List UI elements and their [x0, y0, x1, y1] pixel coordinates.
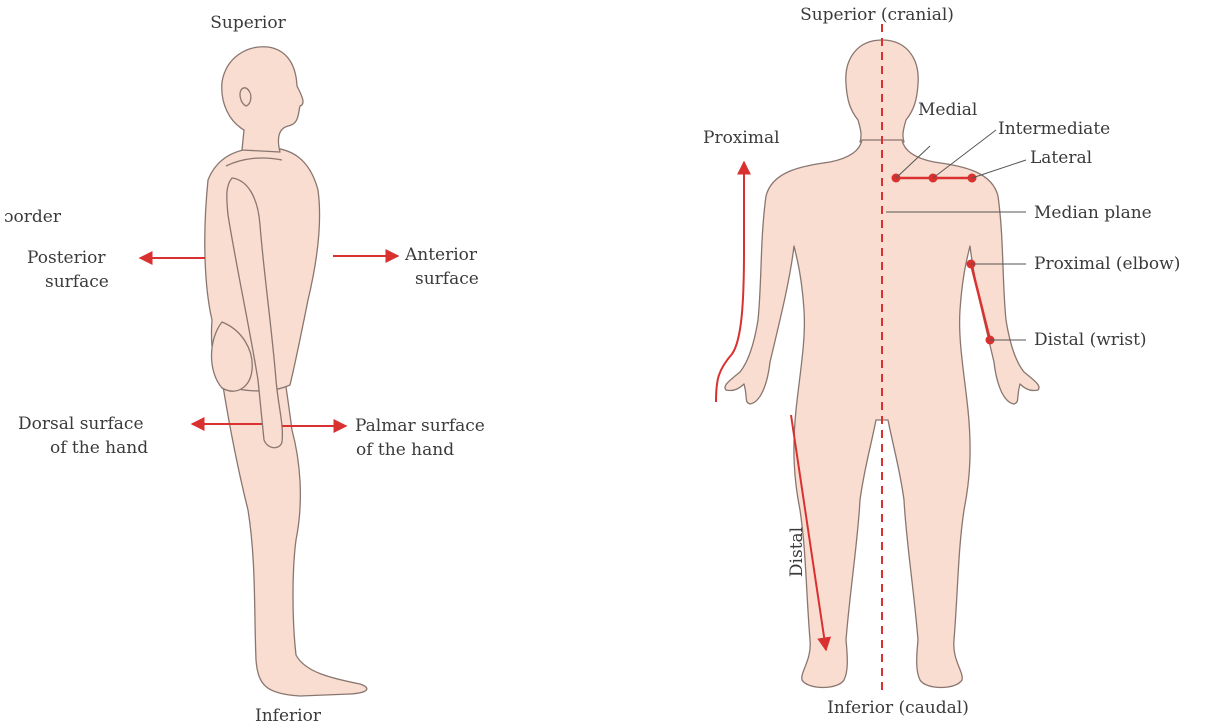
dorsal-surface-label-1: Dorsal surface: [18, 414, 144, 434]
lateral-head: [222, 47, 303, 152]
lateral-label: Lateral: [1030, 148, 1092, 168]
proximal-arrow: [716, 162, 744, 402]
superior-cranial-label: Superior (cranial): [800, 5, 954, 25]
median-plane-label: Median plane: [1034, 203, 1152, 223]
lateral-inferior-label: Inferior: [255, 706, 322, 726]
palmar-surface-label-1: Palmar surface: [355, 416, 485, 436]
dorsal-surface-label-2: of the hand: [50, 438, 148, 458]
lateral-superior-label: Superior: [210, 13, 286, 33]
posterior-surface-label-1: Posterior: [27, 248, 106, 268]
anterior-surface-label-1: Anterior: [404, 245, 478, 265]
lateral-body-figure: [205, 47, 367, 696]
intermediate-label: Intermediate: [998, 119, 1110, 139]
proximal-label: Proximal: [703, 128, 780, 148]
medial-label: Medial: [918, 100, 977, 120]
posterior-surface-label-2: surface: [45, 272, 109, 292]
distal-label: Distal: [787, 527, 807, 577]
palmar-surface-label-2: of the hand: [356, 440, 454, 460]
proximal-elbow-label: Proximal (elbow): [1034, 254, 1180, 274]
distal-wrist-label: Distal (wrist): [1034, 330, 1147, 350]
border-fragment-label: ɔorder: [4, 207, 62, 227]
inferior-caudal-label: Inferior (caudal): [827, 698, 969, 718]
anterior-surface-label-2: surface: [415, 269, 479, 289]
